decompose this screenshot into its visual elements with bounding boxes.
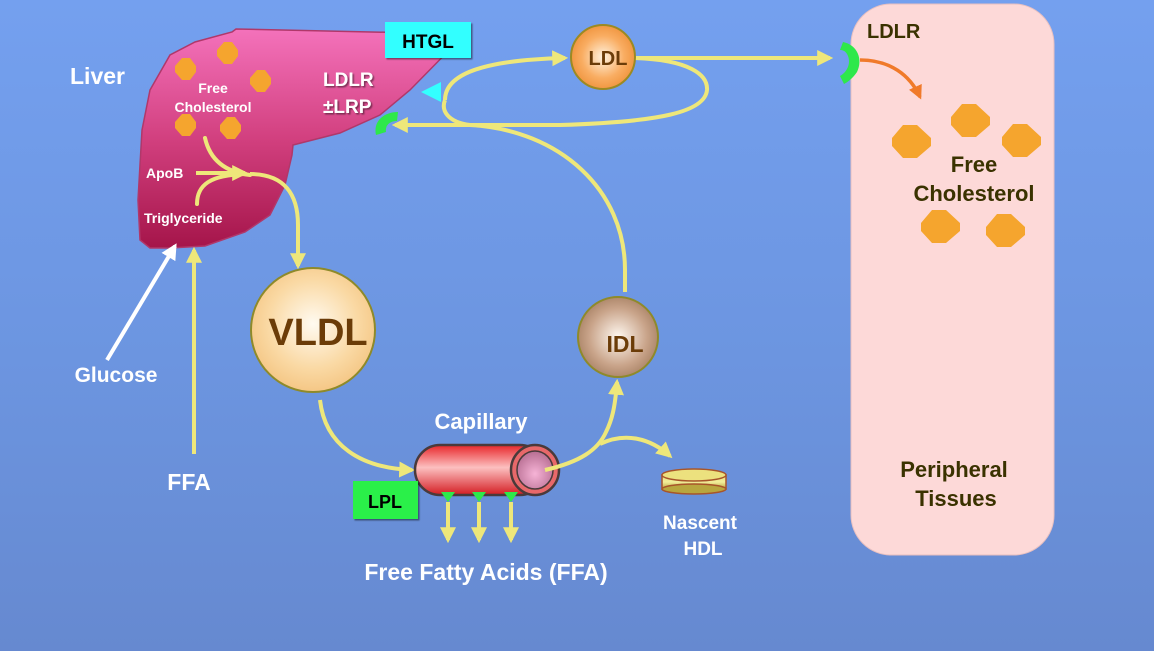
cholesterol-molecule bbox=[250, 70, 271, 92]
capillary-label: Capillary bbox=[435, 409, 529, 434]
peripheral-tissues-label-1: Peripheral bbox=[900, 457, 1008, 482]
peripheral-free-cholesterol-label-1: Free bbox=[951, 152, 997, 177]
htgl-label: HTGL bbox=[402, 32, 454, 53]
cholesterol-molecule bbox=[921, 210, 960, 243]
htgl-triangle-marker bbox=[421, 82, 441, 102]
ldl-label: LDL bbox=[589, 48, 628, 70]
cholesterol-molecule bbox=[951, 104, 990, 137]
idl-to-liver-arrow bbox=[469, 123, 627, 292]
lpl-box bbox=[353, 481, 418, 519]
liver-free-cholesterol-label-1: Free bbox=[198, 80, 228, 96]
idl-particle bbox=[577, 296, 659, 378]
vldl-label: VLDL bbox=[268, 312, 367, 354]
triglyceride-label: Triglyceride bbox=[144, 210, 223, 226]
peripheral-free-cholesterol-label-2: Cholesterol bbox=[913, 181, 1034, 206]
capillary-to-hdl-arrow bbox=[599, 435, 673, 459]
cholesterol-molecule bbox=[1002, 124, 1041, 157]
liver-ldlr-label: LDLR bbox=[323, 70, 374, 91]
lpl-label: LPL bbox=[368, 492, 402, 512]
nascent-hdl-disc bbox=[661, 468, 727, 495]
receptor-to-cholesterol-arrow bbox=[859, 58, 922, 100]
idl-label: IDL bbox=[606, 331, 643, 357]
liver-lrp-label: ±LRP bbox=[323, 97, 372, 118]
glucose-label: Glucose bbox=[75, 364, 158, 387]
peripheral-ldlr-label: LDLR bbox=[867, 21, 921, 43]
ffa-input-label: FFA bbox=[167, 469, 210, 495]
cholesterol-molecule bbox=[175, 114, 196, 136]
liver-free-cholesterol-label-2: Cholesterol bbox=[174, 99, 251, 115]
vldl-particle bbox=[250, 267, 376, 393]
ldl-return-loop bbox=[441, 56, 709, 127]
liver-ldl-receptor-icon bbox=[375, 112, 398, 135]
capillary-vessel bbox=[413, 443, 561, 497]
nascent-hdl-label-2: HDL bbox=[683, 539, 722, 560]
lpl-marker bbox=[441, 492, 455, 502]
cholesterol-molecule bbox=[220, 117, 241, 139]
cholesterol-molecule bbox=[892, 125, 931, 158]
triglyceride-flow-arrow bbox=[195, 172, 247, 206]
liver-label: Liver bbox=[70, 63, 125, 89]
cholesterol-molecule bbox=[986, 214, 1025, 247]
ldl-particle bbox=[570, 24, 636, 90]
liver-shape bbox=[137, 28, 467, 249]
peripheral-ldl-receptor-icon bbox=[840, 42, 860, 84]
liver-to-vldl-arrow bbox=[249, 172, 306, 270]
cholesterol-molecule bbox=[175, 58, 196, 80]
cholesterol-molecule bbox=[217, 42, 238, 64]
liver-cholesterol-group bbox=[175, 42, 271, 139]
htgl-box bbox=[385, 22, 471, 58]
peripheral-tissues-label-2: Tissues bbox=[915, 486, 997, 511]
peripheral-cholesterol-group bbox=[892, 104, 1041, 247]
free-fatty-acids-label: Free Fatty Acids (FFA) bbox=[364, 559, 607, 585]
lpl-marker bbox=[472, 492, 486, 502]
lpl-marker bbox=[504, 492, 518, 502]
capillary-to-idl-arrow bbox=[544, 378, 624, 472]
htgl-to-ldl-arrow bbox=[443, 50, 569, 101]
apob-label: ApoB bbox=[146, 165, 183, 181]
glucose-arrow bbox=[105, 243, 177, 362]
nascent-hdl-label-1: Nascent bbox=[663, 513, 738, 534]
vldl-to-capillary-arrow bbox=[318, 399, 416, 478]
